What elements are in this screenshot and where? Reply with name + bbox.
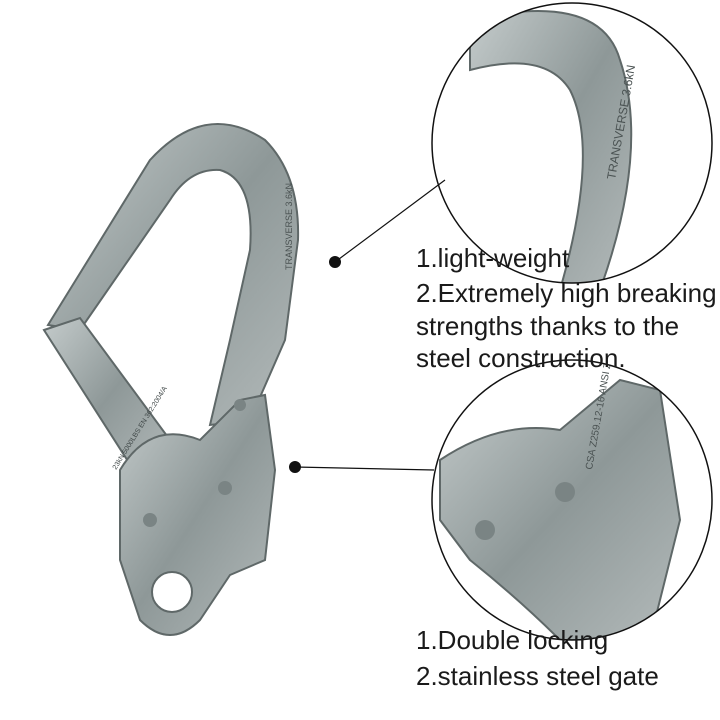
feature-text: 1.Double locking	[416, 625, 609, 655]
spine-engraving: TRANSVERSE 3.6kN	[284, 183, 294, 270]
feature-text: strengths thanks to the	[416, 311, 680, 341]
rivet	[234, 399, 246, 411]
rivet	[143, 513, 157, 527]
feature-text: 2.stainless steel gate	[416, 661, 659, 691]
callout-line-bottom	[294, 466, 435, 471]
callout-line-top	[334, 179, 446, 263]
feature-text: 1.light-weight	[416, 243, 570, 273]
rivet	[218, 481, 232, 495]
callout-dot-bottom	[289, 461, 301, 473]
feature-text: 2.Extremely high breaking	[416, 278, 717, 308]
eye-hole	[151, 571, 193, 613]
lock-body	[119, 393, 277, 636]
callout-dot-top	[329, 256, 341, 268]
detail-circle-bottom: CSA Z259.12-16 ANSI Z359.12 INSPECT BEFO…	[431, 359, 713, 641]
snap-hook: TRANSVERSE 3.6kN 23kN 5000LBS EN 362:200…	[42, 123, 300, 636]
feature-text: steel construction.	[416, 343, 626, 373]
detail-circle-top: TRANSVERSE 3.6kN	[431, 2, 713, 284]
